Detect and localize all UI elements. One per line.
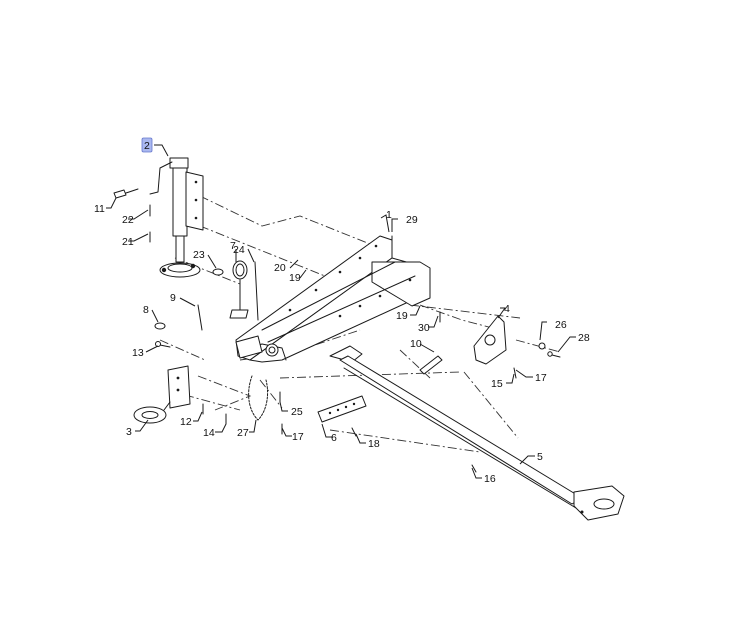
chain-part [248,375,269,421]
callout-23[interactable]: 23 [193,249,205,261]
callout-29[interactable]: 29 [406,214,418,226]
callout-17-right[interactable]: 17 [535,372,547,384]
callout-11[interactable]: 11 [94,203,105,215]
callout-8[interactable]: 8 [143,304,149,316]
hardware-12-14 [202,403,227,425]
jack-part [149,157,204,278]
callout-3[interactable]: 3 [126,426,132,438]
callout-12[interactable]: 12 [180,416,192,428]
callout-19-upper[interactable]: 19 [289,272,301,284]
hardware-25-17 [279,391,283,435]
bracket-4-part [473,315,507,365]
callout-17-mid[interactable]: 17 [292,431,304,443]
callout-21[interactable]: 21 [122,236,134,248]
callout-5[interactable]: 5 [537,451,543,463]
callout-2[interactable]: 2 [144,140,150,152]
callout-9[interactable]: 9 [170,292,176,304]
callout-14[interactable]: 14 [203,427,215,439]
callout-18[interactable]: 18 [368,438,380,450]
callout-1[interactable]: 1 [386,209,392,221]
plate-part [317,395,367,437]
callout-20[interactable]: 20 [274,262,286,274]
callout-28[interactable]: 28 [578,332,590,344]
highlighted-callout-2 [141,137,153,153]
hardware-right [391,235,561,473]
callout-24[interactable]: 24 [233,244,245,256]
drawbar-frame-part [235,235,431,363]
stand-bracket-part [154,260,259,331]
small-hardware-left [113,188,151,243]
leader-lines [106,144,576,479]
callout-10[interactable]: 10 [410,338,422,350]
callout-13[interactable]: 13 [132,347,144,359]
callout-30[interactable]: 30 [418,322,430,334]
callout-4[interactable]: 4 [504,303,510,315]
callout-6[interactable]: 6 [331,432,337,444]
callout-22[interactable]: 22 [122,214,134,226]
callout-7[interactable]: 7 [230,240,236,252]
callout-26[interactable]: 26 [555,319,567,331]
callout-15[interactable]: 15 [491,378,503,390]
callout-19-lower[interactable]: 19 [396,310,408,322]
tongue-part [329,345,625,521]
hitch-part [133,365,191,424]
callout-27[interactable]: 27 [237,427,249,439]
pin-10-part [419,355,443,375]
callout-25[interactable]: 25 [291,406,303,418]
callout-numbers: 2 1 29 11 22 21 23 7 24 20 19 9 8 13 19 … [94,137,590,485]
callout-16[interactable]: 16 [484,473,496,485]
